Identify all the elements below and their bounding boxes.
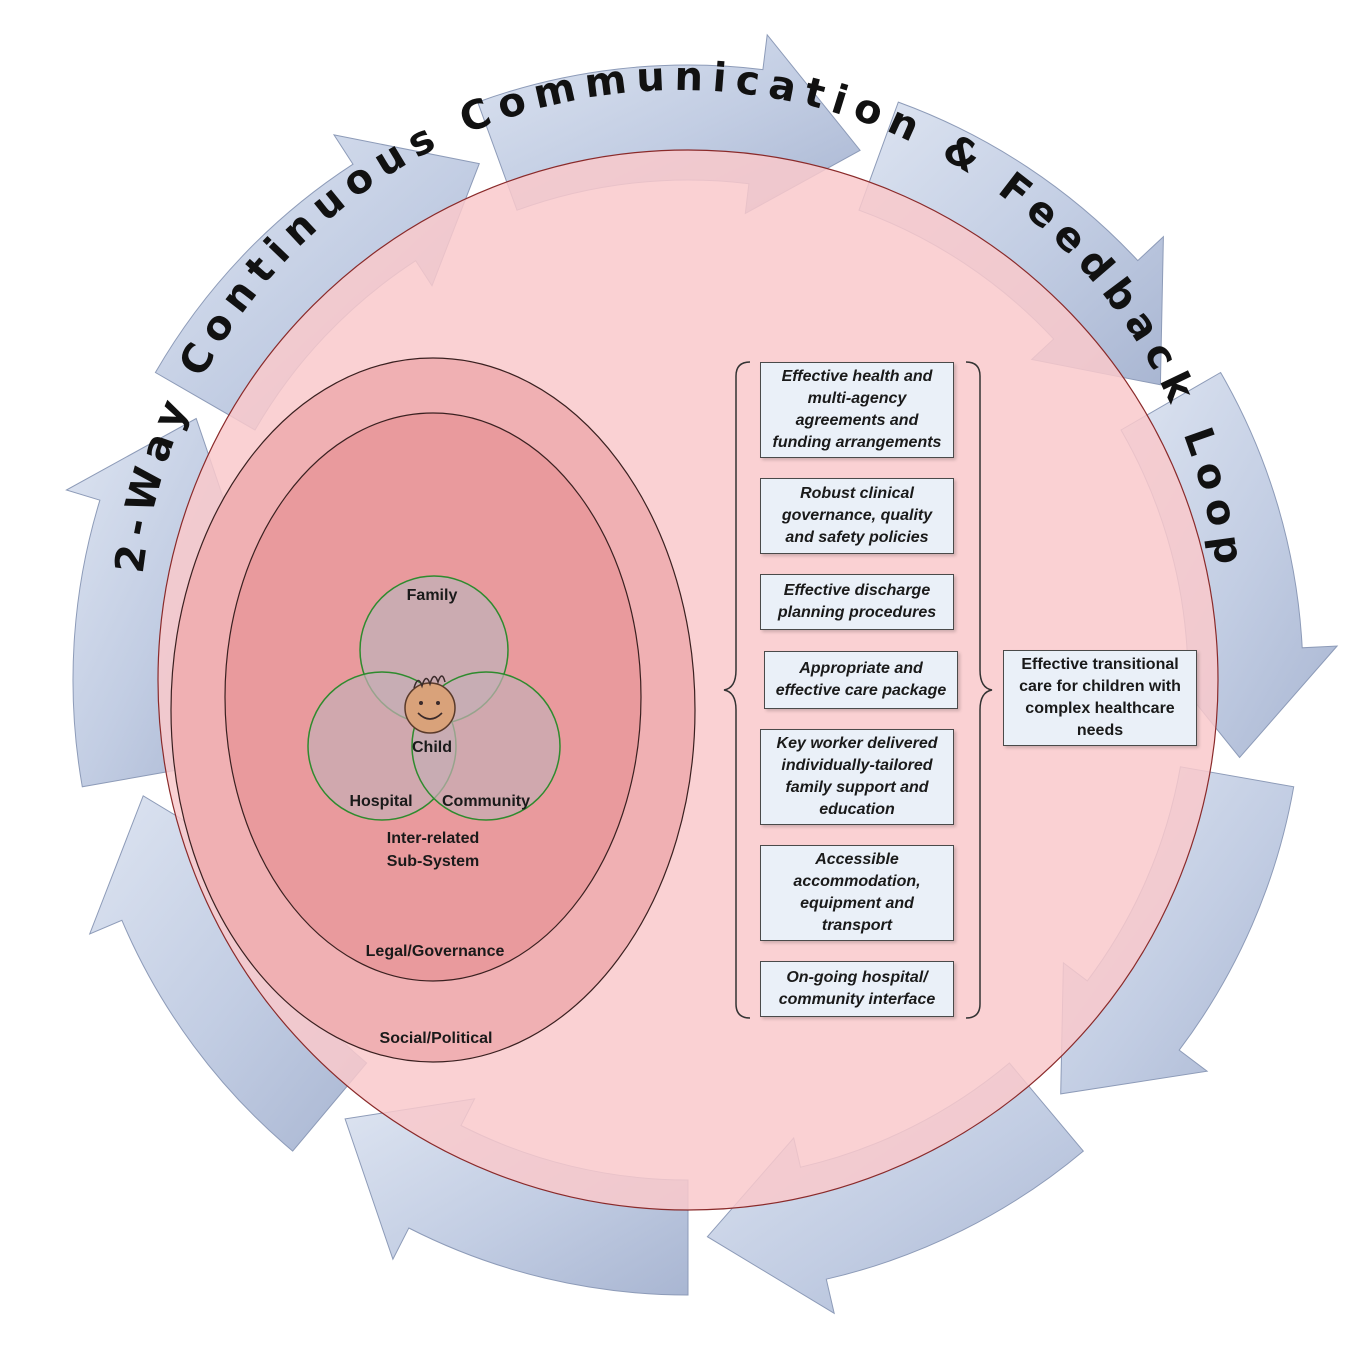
legal-governance-label: Legal/Governance <box>366 943 505 960</box>
factor-interface-box: On-going hospital/ community interface <box>760 961 954 1017</box>
child-label: Child <box>412 739 452 756</box>
factor-accommodation-box: Accessible accommodation, equipment and … <box>760 845 954 941</box>
family-label: Family <box>407 587 458 604</box>
factor-agreements-box: Effective health and multi-agency agreem… <box>760 362 954 458</box>
social-political-label: Social/Political <box>380 1030 493 1047</box>
community-label: Community <box>442 793 530 810</box>
factor-discharge-box: Effective discharge planning procedures <box>760 574 954 630</box>
outcome-box: Effective transitional care for children… <box>1003 650 1197 746</box>
child-face-icon <box>404 675 456 734</box>
left-brace-icon <box>723 361 751 1019</box>
factor-governance-box: Robust clinical governance, quality and … <box>760 478 954 554</box>
hospital-label: Hospital <box>349 793 412 810</box>
sub-system-label: Sub-System <box>387 853 479 870</box>
inter-related-label: Inter-related <box>387 830 479 847</box>
factor-care-package-box: Appropriate and effective care package <box>764 651 958 709</box>
feedback-loop-arrows <box>65 33 1339 1315</box>
factor-key-worker-box: Key worker delivered individually-tailor… <box>760 729 954 825</box>
right-brace-icon <box>965 361 993 1019</box>
